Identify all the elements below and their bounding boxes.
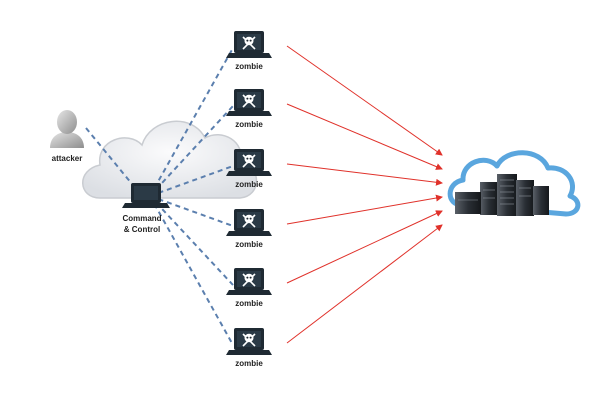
skull-crossbones-laptop-icon — [226, 149, 272, 176]
zombie-label-2: zombie — [235, 120, 263, 129]
attacker-label: attacker — [52, 154, 83, 163]
control-link-zombie-1 — [149, 47, 234, 197]
zombie-node-5: zombie — [226, 268, 272, 308]
control-link-zombie-3 — [149, 165, 234, 197]
zombie-node-2: zombie — [226, 89, 272, 129]
control-link-zombie-6 — [149, 195, 234, 346]
command-control-label-line1: Command — [122, 214, 161, 223]
zombie-label-1: zombie — [235, 62, 263, 71]
zombie-node-6: zombie — [226, 328, 272, 368]
skull-crossbones-laptop-icon — [226, 328, 272, 355]
laptop-icon — [122, 183, 170, 208]
attack-link-zombie-1 — [286, 45, 443, 156]
skull-crossbones-laptop-icon — [226, 209, 272, 236]
zombie-node-1: zombie — [226, 31, 272, 71]
zombie-label-3: zombie — [235, 180, 263, 189]
zombie-node-4: zombie — [226, 209, 272, 249]
command-control-node: Command & Control — [122, 183, 170, 234]
attack-link-zombie-3 — [286, 163, 443, 186]
zombie-group: zombie zombie zombie zombie zombie zombie — [226, 31, 272, 368]
command-control-label-line2: & Control — [124, 225, 160, 234]
target-node — [447, 150, 581, 217]
attacker-node: attacker — [50, 110, 84, 163]
skull-crossbones-laptop-icon — [226, 268, 272, 295]
zombie-node-3: zombie — [226, 149, 272, 189]
skull-crossbones-laptop-icon — [226, 31, 272, 58]
attack-link-zombie-5 — [286, 210, 443, 284]
attack-link-zombie-6 — [286, 224, 443, 344]
attacker-to-command-link — [85, 127, 133, 185]
attack-link-zombie-2 — [286, 103, 443, 170]
user-silhouette-icon — [50, 110, 84, 148]
control-link-zombie-2 — [149, 105, 234, 197]
attack-link-zombie-4 — [286, 194, 443, 225]
zombie-label-5: zombie — [235, 299, 263, 308]
attack-links — [286, 45, 443, 344]
control-links — [85, 47, 234, 346]
skull-crossbones-laptop-icon — [226, 89, 272, 116]
control-link-zombie-5 — [149, 195, 234, 286]
cloud-server-rack-icon — [447, 150, 581, 217]
zombie-label-6: zombie — [235, 359, 263, 368]
zombie-label-4: zombie — [235, 240, 263, 249]
control-link-zombie-4 — [149, 195, 234, 227]
command-cloud — [82, 120, 258, 199]
